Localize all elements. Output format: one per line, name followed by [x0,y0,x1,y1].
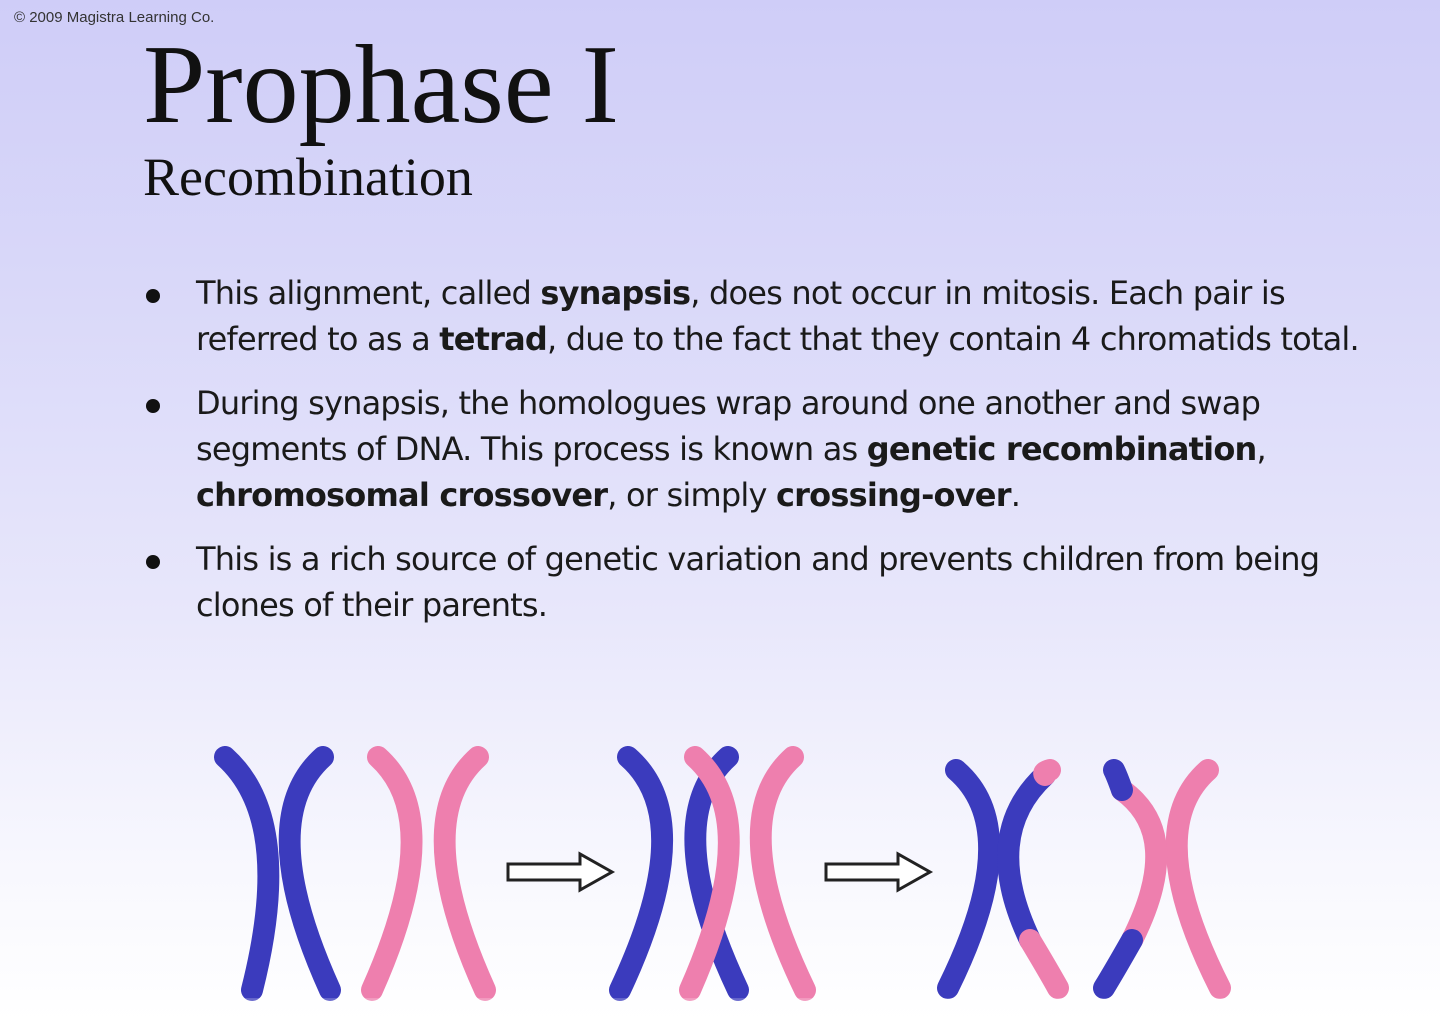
bullet-text: , or simply [607,476,776,514]
chromosome-pink-recombined [1093,759,1231,999]
right-arrow-icon [824,851,934,893]
term-chromosomal-crossover: chromosomal crossover [196,476,608,514]
right-arrow-icon [506,851,616,893]
stage-separate-homologues [214,746,496,1001]
slide-subtitle: Recombination [143,147,473,207]
stage-synapsis [609,746,816,1001]
bullet-text: This is a rich source of genetic variati… [196,540,1320,624]
bullet-text: During synapsis, the homologues wrap aro… [196,384,1261,468]
term-synapsis: synapsis [540,274,691,312]
bullet-item: This is a rich source of genetic variati… [140,536,1390,628]
bullet-list: This alignment, called synapsis, does no… [140,270,1390,646]
chromosome-blue [214,746,341,1001]
bullet-text: This alignment, called [196,274,541,312]
bullet-item: This alignment, called synapsis, does no… [140,270,1390,362]
bullet-text: , due to the fact that they contain 4 ch… [547,320,1360,358]
slide-title: Prophase I [143,23,619,147]
crossing-over-diagram [0,746,1440,1025]
bullet-text: . [1010,476,1021,514]
term-tetrad: tetrad [439,320,548,358]
bullet-text: , does not occur in mitosis. Each pair i… [196,274,1286,358]
chromosome-pink [679,746,816,1001]
stage-recombined [937,759,1231,999]
bullet-text: , [1256,430,1267,468]
copyright-notice: © 2009 Magistra Learning Co. [14,9,215,26]
reflection-fade [0,998,1440,1025]
chromosome-blue-recombined [937,759,1069,999]
chromosome-pink [361,746,496,1001]
bullet-item: During synapsis, the homologues wrap aro… [140,380,1390,518]
term-genetic-recombination: genetic recombination [866,430,1258,468]
term-crossing-over: crossing-over [775,476,1012,514]
